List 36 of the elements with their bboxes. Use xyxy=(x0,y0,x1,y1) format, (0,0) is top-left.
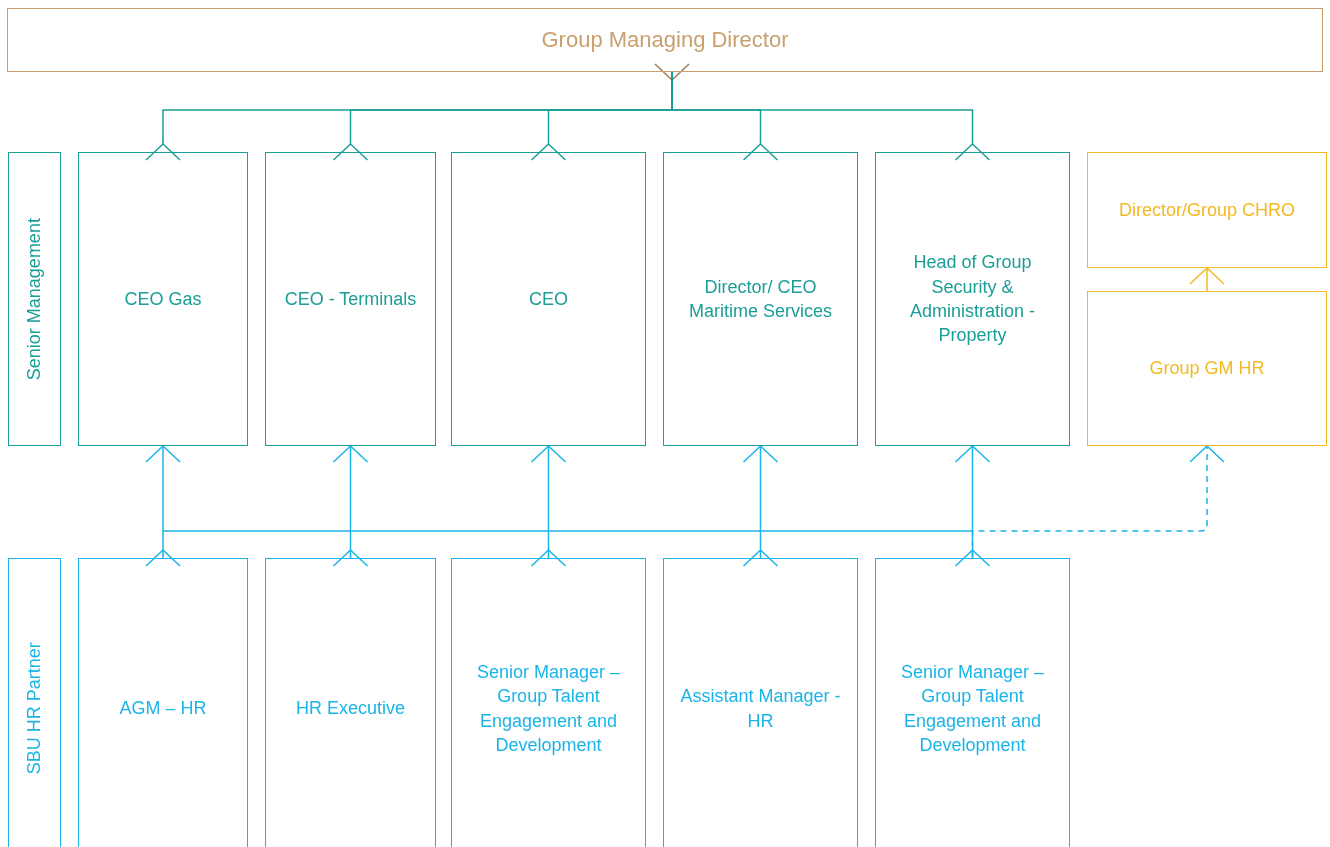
role-box xyxy=(265,558,436,847)
role-box xyxy=(663,152,858,446)
role-title: Senior Manager – Group Talent Engagement and Development xyxy=(475,660,622,757)
row-band xyxy=(8,152,61,446)
role-box xyxy=(663,558,858,847)
connector-arrow xyxy=(742,445,779,559)
role-box xyxy=(78,152,248,446)
connector-arrow xyxy=(971,445,1225,559)
role-box xyxy=(1087,291,1327,446)
row-label: SBU HR Partner xyxy=(23,641,46,777)
role-title: CEO Gas xyxy=(123,287,203,311)
role-title: HR Executive xyxy=(294,697,406,721)
role-title: Group Managing Director xyxy=(540,26,790,55)
role-title: Director/ CEO Maritime Services xyxy=(688,275,833,323)
role-box xyxy=(875,152,1070,446)
role-box xyxy=(875,558,1070,847)
role-box xyxy=(451,152,646,446)
role-title: AGM – HR xyxy=(118,697,208,721)
role-title: CEO - Terminals xyxy=(283,287,418,311)
role-title: Assistant Manager - HR xyxy=(679,685,842,733)
role-title: Senior Manager – Group Talent Engagement and Development xyxy=(899,660,1046,757)
role-box xyxy=(78,558,248,847)
connector-arrow xyxy=(530,445,567,559)
row-label: Senior Management xyxy=(23,216,46,383)
role-title: Head of Group Security & Administration - Property xyxy=(908,251,1036,348)
connector-arrow xyxy=(145,445,181,559)
title-box xyxy=(7,8,1323,72)
role-box xyxy=(265,152,436,446)
role-box xyxy=(1087,152,1327,268)
row-band xyxy=(8,558,61,847)
connector-arrow xyxy=(332,445,369,559)
role-title: CEO xyxy=(528,287,569,311)
role-box xyxy=(451,558,646,847)
connector-arrow xyxy=(1189,267,1225,292)
role-title: Group GM HR xyxy=(1148,357,1266,381)
role-title: Director/Group CHRO xyxy=(1117,198,1296,222)
